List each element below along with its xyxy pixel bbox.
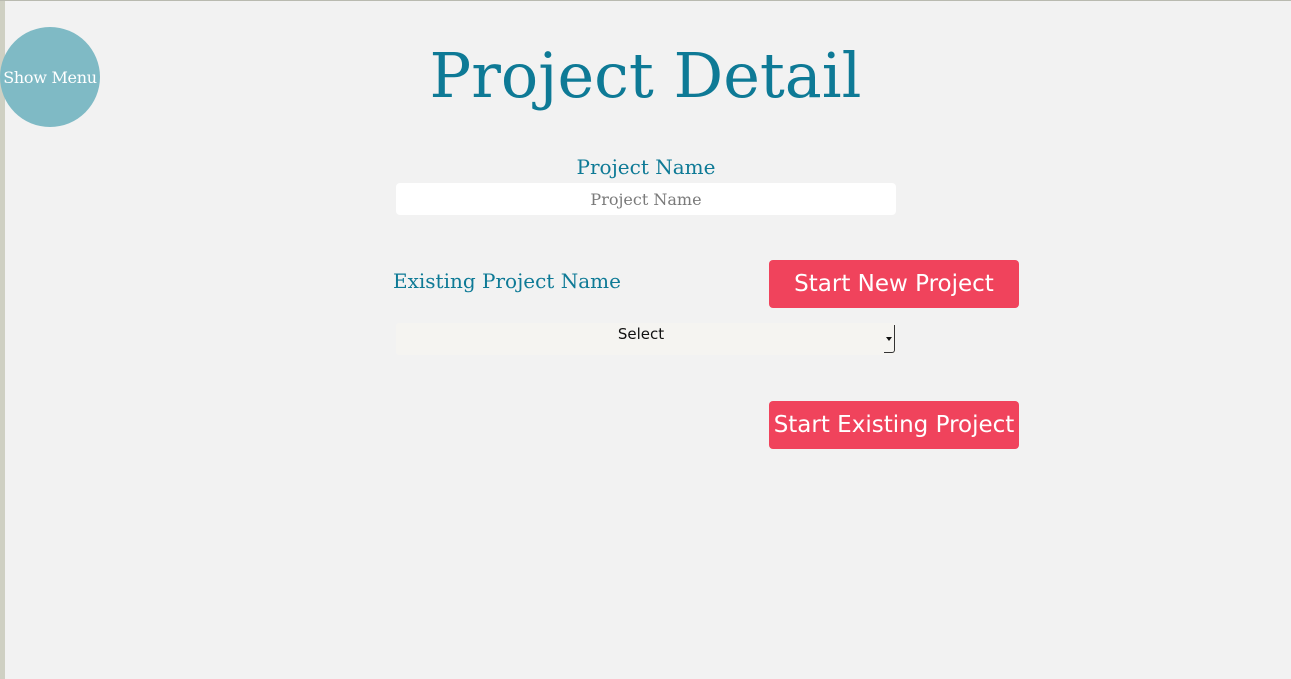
existing-project-select[interactable]: Select [396,323,896,355]
show-menu-label: Show Menu [3,67,97,87]
top-border [0,0,1291,1]
page-title: Project Detail [429,39,862,112]
project-name-label: Project Name [576,155,716,179]
dropdown-triangle [886,337,892,341]
start-new-project-button[interactable]: Start New Project [769,260,1019,308]
chevron-down-icon[interactable] [884,325,895,353]
start-existing-project-button[interactable]: Start Existing Project [769,401,1019,449]
project-name-input[interactable] [396,183,896,215]
existing-project-label: Existing Project Name [393,269,621,293]
show-menu-button[interactable]: Show Menu [0,27,100,127]
left-border [0,0,5,679]
existing-project-selected-value: Select [617,325,665,343]
